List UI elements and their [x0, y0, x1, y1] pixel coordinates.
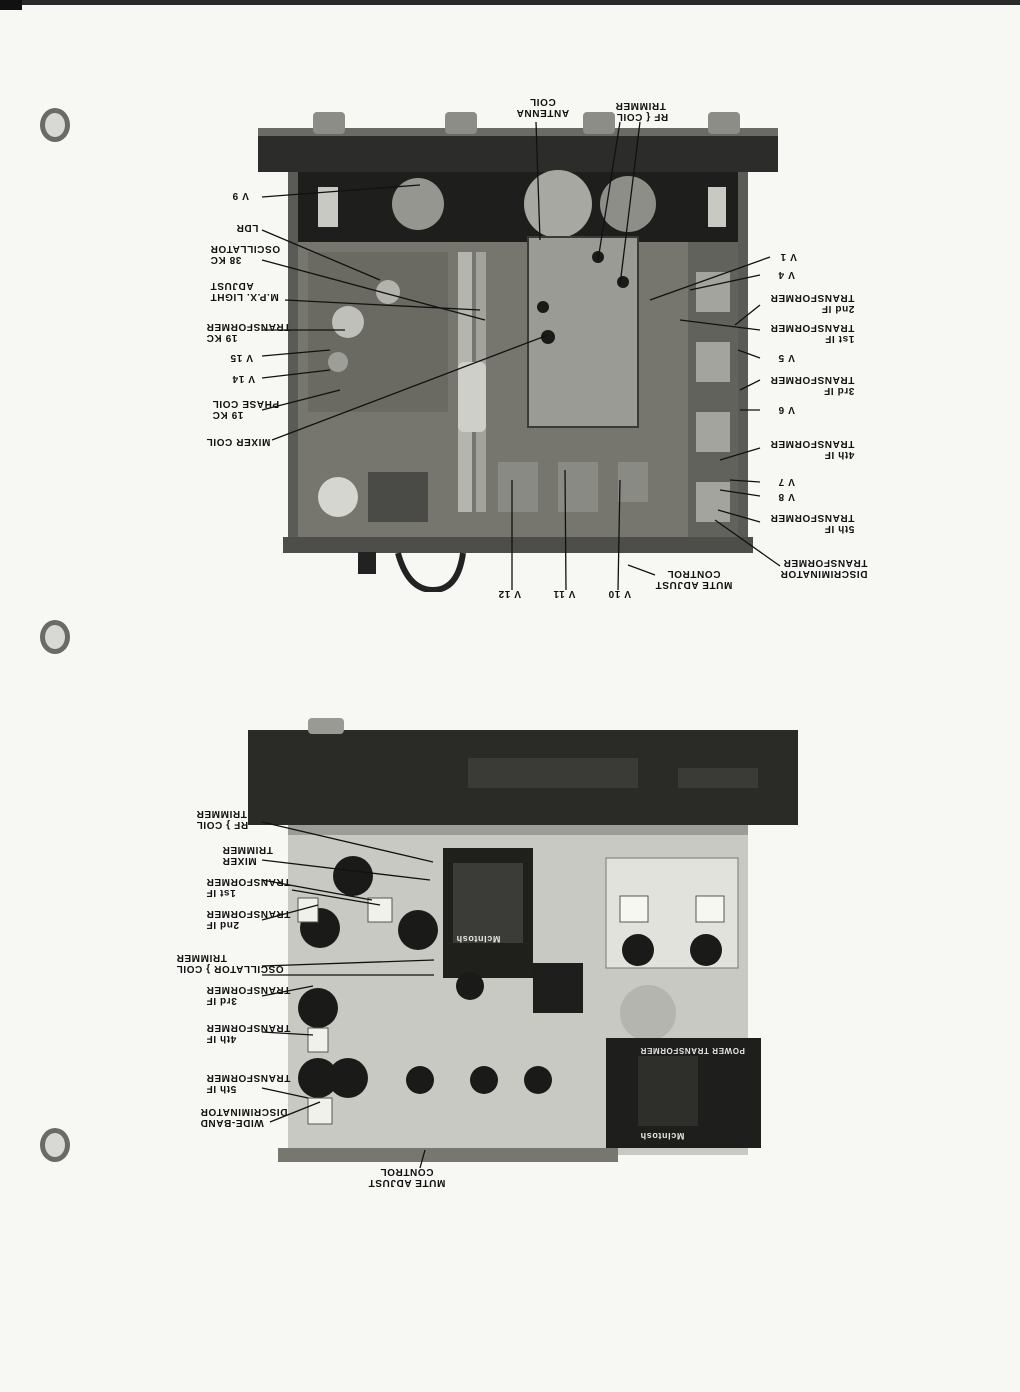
label-mixer-trimmer: MIXER TRIMMER	[222, 844, 273, 866]
label-4th-if-transformer: 4th IF TRANSFORMER	[770, 438, 855, 460]
label-v4: V 4	[778, 269, 795, 280]
label-wide-band-discriminator: WIDE-BAND DISCRIMINATOR	[200, 1106, 288, 1128]
binder-hole-top	[40, 108, 70, 142]
binder-hole-bottom	[40, 1128, 70, 1162]
chassis-top-drawing	[248, 718, 798, 1162]
label-4th-if-transformer-2: 4th IF TRANSFORMER	[206, 1022, 291, 1044]
label-19kc-phase-coil: 19 KC PHASE COIL	[212, 398, 280, 420]
label-1st-if-transformer: 1st IF TRANSFORMER	[770, 322, 855, 344]
label-v14: V 14	[232, 373, 255, 384]
label-2nd-if-transformer: 2nd IF TRANSFORMER	[770, 292, 855, 314]
label-antenna-coil: ANTENNA COIL	[516, 96, 570, 118]
label-v7: V 7	[778, 476, 795, 487]
brand-mark-tuner: McIntosh	[456, 934, 501, 944]
label-5th-if-transformer: 5th IF TRANSFORMER	[770, 512, 855, 534]
label-v11: V 11	[553, 588, 576, 599]
label-mixer-coil: MIXER COIL	[206, 436, 271, 447]
chassis-underside-photo	[258, 112, 778, 592]
label-2nd-if-transformer-2: 2nd IF TRANSFORMER	[206, 908, 291, 930]
top-edge-bar	[0, 0, 1020, 5]
label-mpx-light-adjust: M.P.X. LIGHT ADJUST	[210, 280, 279, 302]
label-v9: V 9	[232, 190, 249, 201]
label-v6: V 6	[778, 404, 795, 415]
label-v8: V 8	[778, 491, 795, 502]
label-v5: V 5	[778, 352, 795, 363]
label-38kc-oscillator: 38 KC OSCILLATOR	[210, 243, 281, 265]
top-edge-mark	[0, 0, 22, 10]
power-transformer-label: POWER TRANSFORMER	[640, 1046, 745, 1055]
label-rf-coil-trimmer-2: RF } COIL TRIMMER	[196, 808, 249, 830]
binder-hole-middle	[40, 620, 70, 654]
label-v15: V 15	[230, 352, 253, 363]
label-1st-if-transformer-2: 1st IF TRANSFORMER	[206, 876, 291, 898]
label-v10: V 10	[608, 588, 631, 599]
label-oscillator-coil-trimmer: OSCILLATOR } COIL TRIMMER	[176, 952, 284, 974]
label-3rd-if-transformer-2: 3rd IF TRANSFORMER	[206, 984, 291, 1006]
chassis-underside-drawing	[258, 112, 778, 592]
label-discriminator-transformer: DISCRIMINATOR TRANSFORMER	[780, 557, 868, 579]
label-5th-if-transformer-2: 5th IF TRANSFORMER	[206, 1072, 291, 1094]
label-3rd-if-transformer: 3rd IF TRANSFORMER	[770, 374, 855, 396]
label-ldr: LDR	[236, 222, 259, 233]
brand-mark-power-transformer: McIntosh	[640, 1131, 685, 1141]
label-mute-adjust-control-2: MUTE ADJUST CONTROL	[368, 1166, 446, 1188]
label-v1: V 1	[780, 251, 797, 262]
label-mute-adjust-control-1: MUTE ADJUST CONTROL	[655, 568, 733, 590]
label-v12: V 12	[498, 588, 521, 599]
chassis-top-photo	[248, 718, 798, 1163]
label-rf-coil-trimmer-1: RF { COIL TRIMMER	[615, 100, 669, 122]
label-19kc-transformer: 19 KC TRANSFORMER	[206, 321, 291, 343]
